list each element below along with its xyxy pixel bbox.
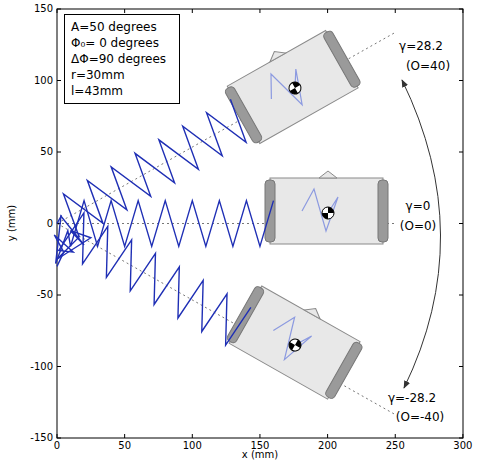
robot-figure <box>265 171 388 244</box>
axis-title: x (mm) <box>242 449 278 461</box>
tick-label: 0 <box>54 440 60 452</box>
offset-label: (O=-40) <box>395 411 445 423</box>
parameter-text: l=43mm <box>71 83 171 99</box>
parameter-text: r=30mm <box>71 67 171 83</box>
trajectory-line <box>57 99 246 259</box>
trajectory-line <box>54 213 251 345</box>
parameter-text: Φ₀= 0 degrees <box>71 35 171 51</box>
tick-label: 200 <box>318 440 337 452</box>
parameter-box: A=50 degreesΦ₀= 0 degreesΔΦ=90 degreesr=… <box>64 14 180 104</box>
offset-label: (O=0) <box>399 220 438 232</box>
offset-label: (O=40) <box>405 60 451 72</box>
tick-label: 50 <box>118 440 131 452</box>
tick-label: 100 <box>183 440 202 452</box>
parameter-text: ΔΦ=90 degrees <box>71 51 171 67</box>
tick-label: 50 <box>40 146 53 158</box>
tick-label: -50 <box>37 289 53 301</box>
tick-label: 300 <box>453 440 472 452</box>
robot-figure <box>225 277 368 401</box>
angle-label: γ=0 <box>405 200 432 212</box>
tick-label: 100 <box>34 75 53 87</box>
axis-title: y (mm) <box>6 205 18 241</box>
angle-label: γ=-28.2 <box>387 392 437 404</box>
tick-label: -100 <box>30 361 53 373</box>
tick-label: -150 <box>30 432 53 444</box>
angle-label: γ=28.2 <box>398 40 444 52</box>
tick-label: 0 <box>47 218 53 230</box>
tick-label: 150 <box>34 3 53 15</box>
tick-label: 250 <box>386 440 405 452</box>
parameter-text: A=50 degrees <box>71 19 171 35</box>
angle-arrow <box>402 80 441 388</box>
